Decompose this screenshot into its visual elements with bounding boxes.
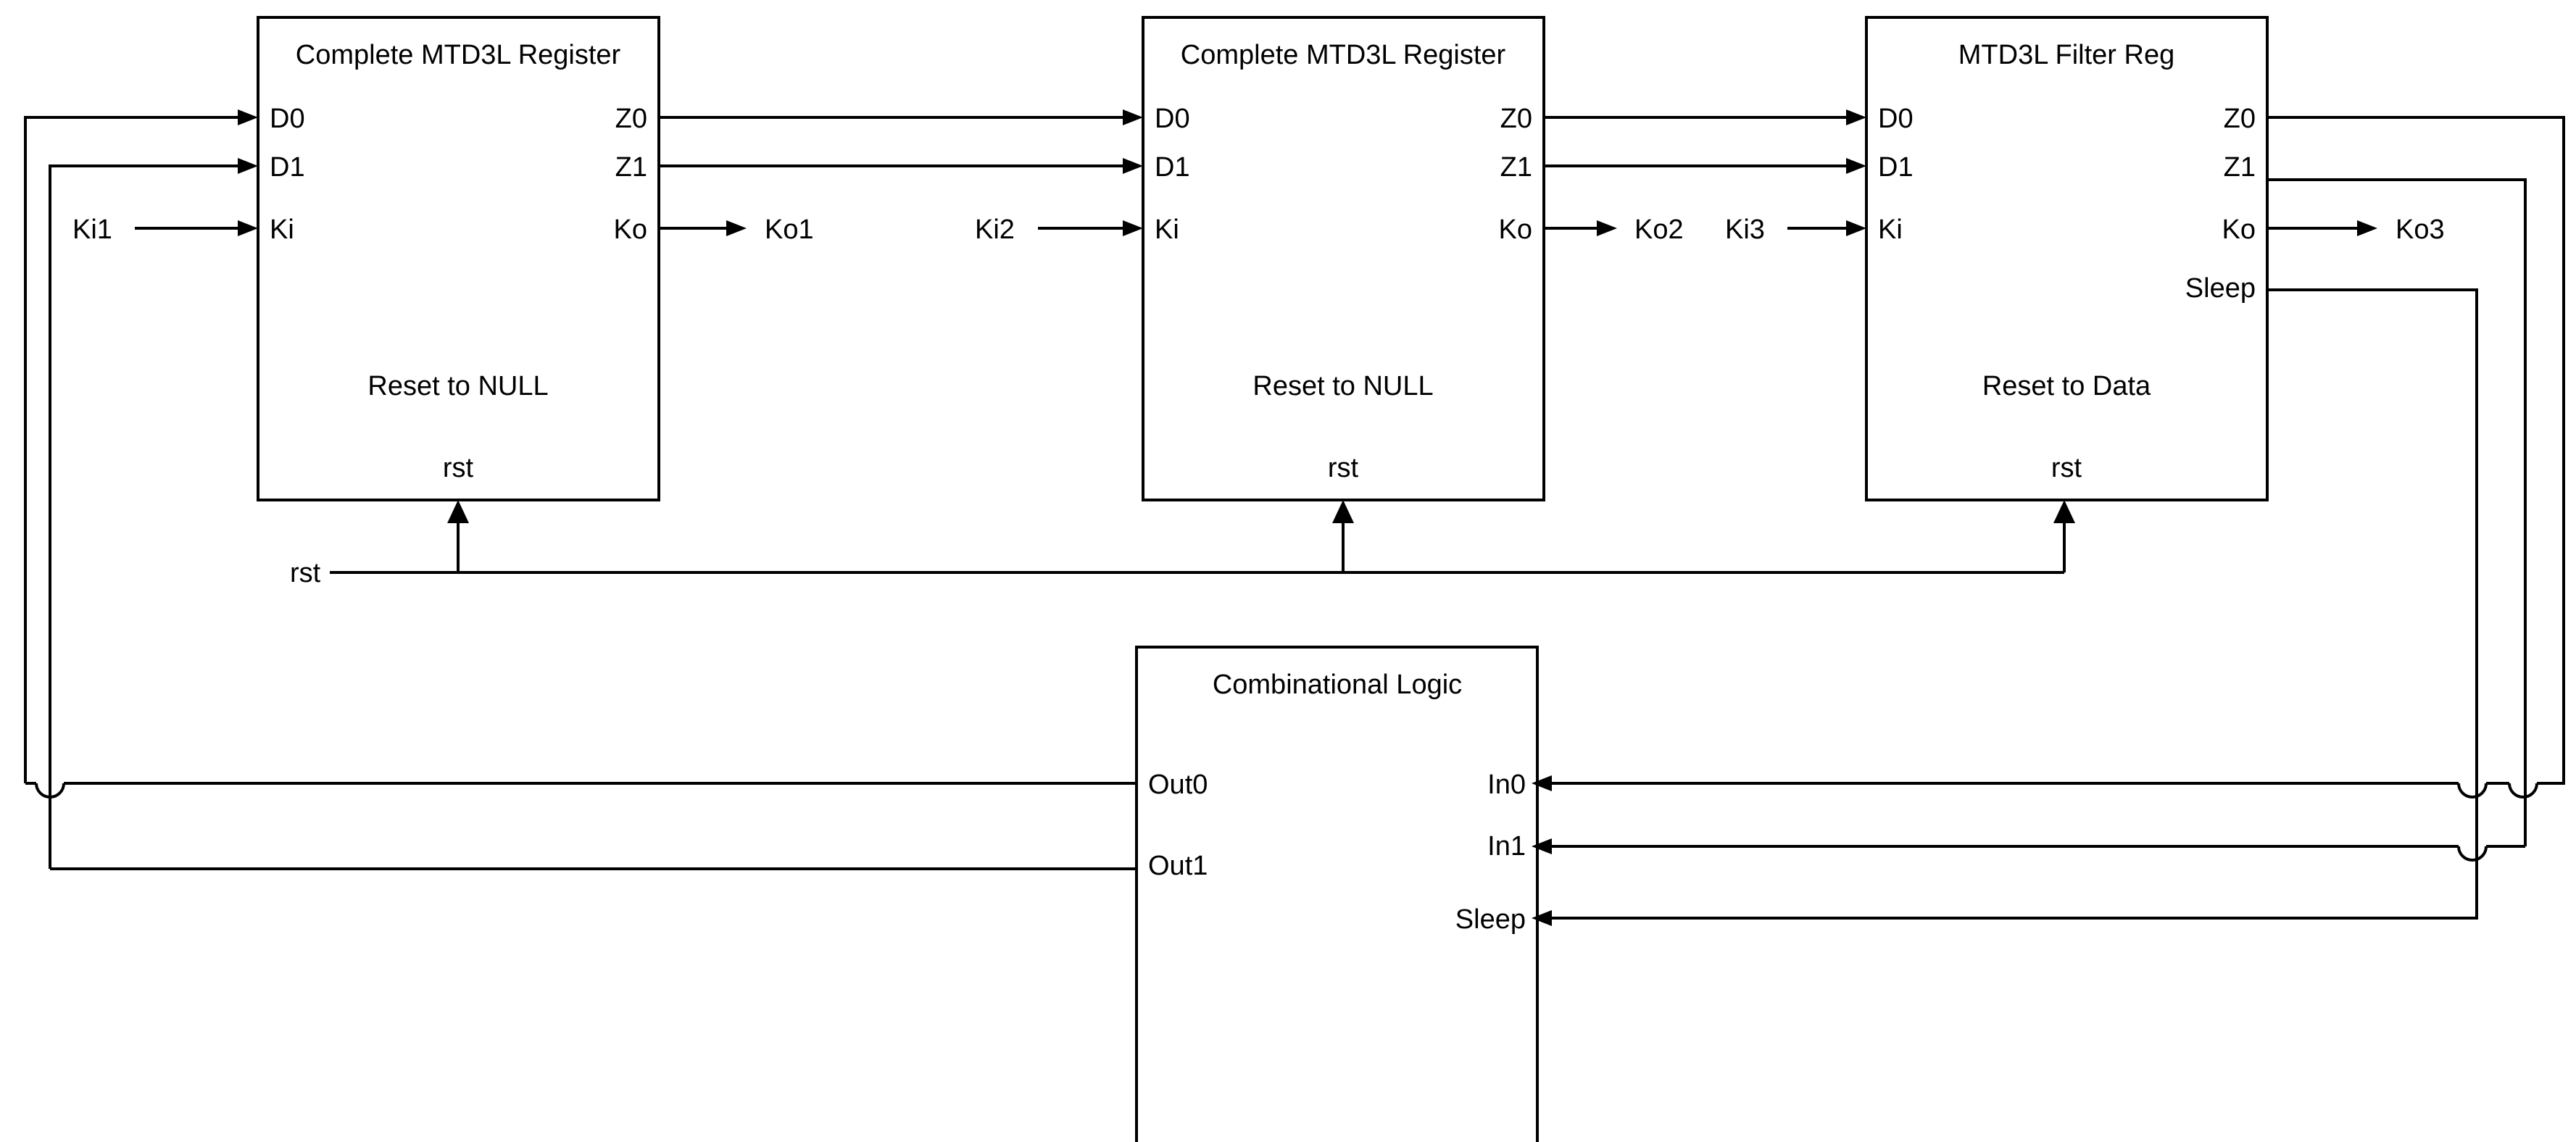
arrowhead-reg3-d1 [1846,158,1866,174]
block-combinational-logic[interactable]: Combinational Logic Out0 Out1 In0 In1 Sl… [1135,646,1539,1142]
block-reg2-port-d1: D1 [1155,152,1190,183]
block-reg2-port-rst: rst [1328,453,1359,483]
block-reg2[interactable]: Complete MTD3L Register Reset to NULL D0… [1142,16,1545,501]
arrowhead-reg3-ki [1846,220,1866,236]
arrowhead-comb-in1 [1532,838,1552,854]
block-reg1-port-rst: rst [443,453,474,483]
block-reg2-port-ki: Ki [1155,214,1179,245]
wire-reg3-z1-to-comb-in1 [2267,178,2527,846]
wire-ki2-to-reg2-ki [1038,220,1143,236]
block-reg3-port-ki: Ki [1878,214,1903,245]
wire-ki3-to-reg3-ki [1787,220,1866,236]
block-reg2-port-d0: D0 [1155,104,1190,134]
block-comb-port-sleep: Sleep [1455,904,1526,935]
arrowhead-reg3-rst [2053,500,2075,523]
wire-out0-to-reg1-d0 [24,109,258,783]
block-reg3-port-sleep: Sleep [2185,273,2256,304]
arrowhead-reg2-d1 [1123,158,1143,174]
signal-label-ki2: Ki2 [975,214,1015,245]
wire-reg2-z0-to-reg3-d0 [1544,109,1866,125]
signal-label-ki3: Ki3 [1725,214,1765,245]
block-reg3-port-z0: Z0 [2224,104,2256,134]
signal-label-ko3: Ko3 [2396,214,2445,245]
wire-reg2-ko-to-ko2 [1544,220,1617,236]
arrowhead-reg1-d1 [238,158,258,174]
block-reg1-port-z1: Z1 [615,152,647,183]
wire-comb-out0-feedback [25,782,1137,799]
signal-label-rst: rst [290,558,321,588]
arrowhead-ko2 [1597,220,1617,236]
block-reg3[interactable]: MTD3L Filter Reg Reset to Data D0 D1 Ki … [1865,16,2269,501]
block-reg3-port-d0: D0 [1878,104,1914,134]
block-reg3-title: MTD3L Filter Reg [1958,40,2174,70]
arrowhead-reg1-d0 [238,109,258,125]
arrowhead-comb-sleep [1532,910,1552,926]
block-comb-outline [1135,646,1539,1142]
block-reg2-title: Complete MTD3L Register [1181,40,1506,70]
block-reg2-port-z0: Z0 [1500,104,1532,134]
signal-label-ki1: Ki1 [72,214,112,245]
wire-reg1-z1-to-reg2-d1 [659,158,1143,174]
arrowhead-reg3-d0 [1846,109,1866,125]
block-reg1-title: Complete MTD3L Register [296,40,621,70]
signal-label-ko1: Ko1 [765,214,814,245]
block-reg2-outline [1142,16,1545,501]
block-reg3-outline [1865,16,2269,501]
arrowhead-reg2-rst [1332,500,1354,523]
block-comb-title: Combinational Logic [1213,670,1462,700]
wire-reg2-z1-to-reg3-d1 [1544,158,1866,174]
wire-out1-to-reg1-d1 [49,158,258,869]
wire-bus-in1 [1532,838,2525,862]
block-reg1-port-ko: Ko [614,214,647,245]
wire-reg3-sleep-to-comb-sleep [1532,288,2478,926]
arrowhead-reg2-ki [1123,220,1143,236]
wire-reg1-z0-to-reg2-d0 [659,109,1143,125]
block-reg2-port-z1: Z1 [1500,152,1532,183]
arrowhead-reg1-rst [447,500,469,523]
arrowhead-comb-in0 [1532,775,1552,791]
arrowhead-ko3 [2357,220,2377,236]
block-reg2-subtitle: Reset to NULL [1252,371,1433,401]
block-reg1-port-d0: D0 [270,104,305,134]
wire-bus-in0 [1532,775,2562,799]
block-reg1[interactable]: Complete MTD3L Register Reset to NULL D0… [257,16,660,501]
block-reg1-outline [257,16,660,501]
block-reg2-port-ko: Ko [1499,214,1532,245]
block-reg1-subtitle: Reset to NULL [367,371,548,401]
wire-reg3-z0-to-comb-in0 [2267,116,2565,785]
wire-ki1-to-reg1-ki [135,220,258,236]
arrowhead-reg2-d0 [1123,109,1143,125]
block-reg3-port-ko: Ko [2222,214,2256,245]
block-reg3-port-rst: rst [2051,453,2082,483]
block-comb-port-in0: In0 [1487,770,1526,800]
signal-label-ko2: Ko2 [1634,214,1684,245]
block-comb-port-out0: Out0 [1148,770,1208,800]
block-reg3-subtitle: Reset to Data [1982,371,2151,401]
wire-rst-bus [330,500,2075,574]
wire-reg3-ko-to-ko3 [2267,220,2377,236]
block-reg1-port-ki: Ki [270,214,294,245]
block-comb-port-in1: In1 [1487,831,1526,862]
block-reg1-port-z0: Z0 [615,104,647,134]
block-reg3-port-z1: Z1 [2224,152,2256,183]
arrowhead-ko1 [726,220,747,236]
block-reg3-port-d1: D1 [1878,152,1914,183]
block-reg1-port-d1: D1 [270,152,305,183]
wire-reg1-ko-to-ko1 [659,220,747,236]
arrowhead-reg1-ki [238,220,258,236]
block-comb-port-out1: Out1 [1148,851,1208,881]
